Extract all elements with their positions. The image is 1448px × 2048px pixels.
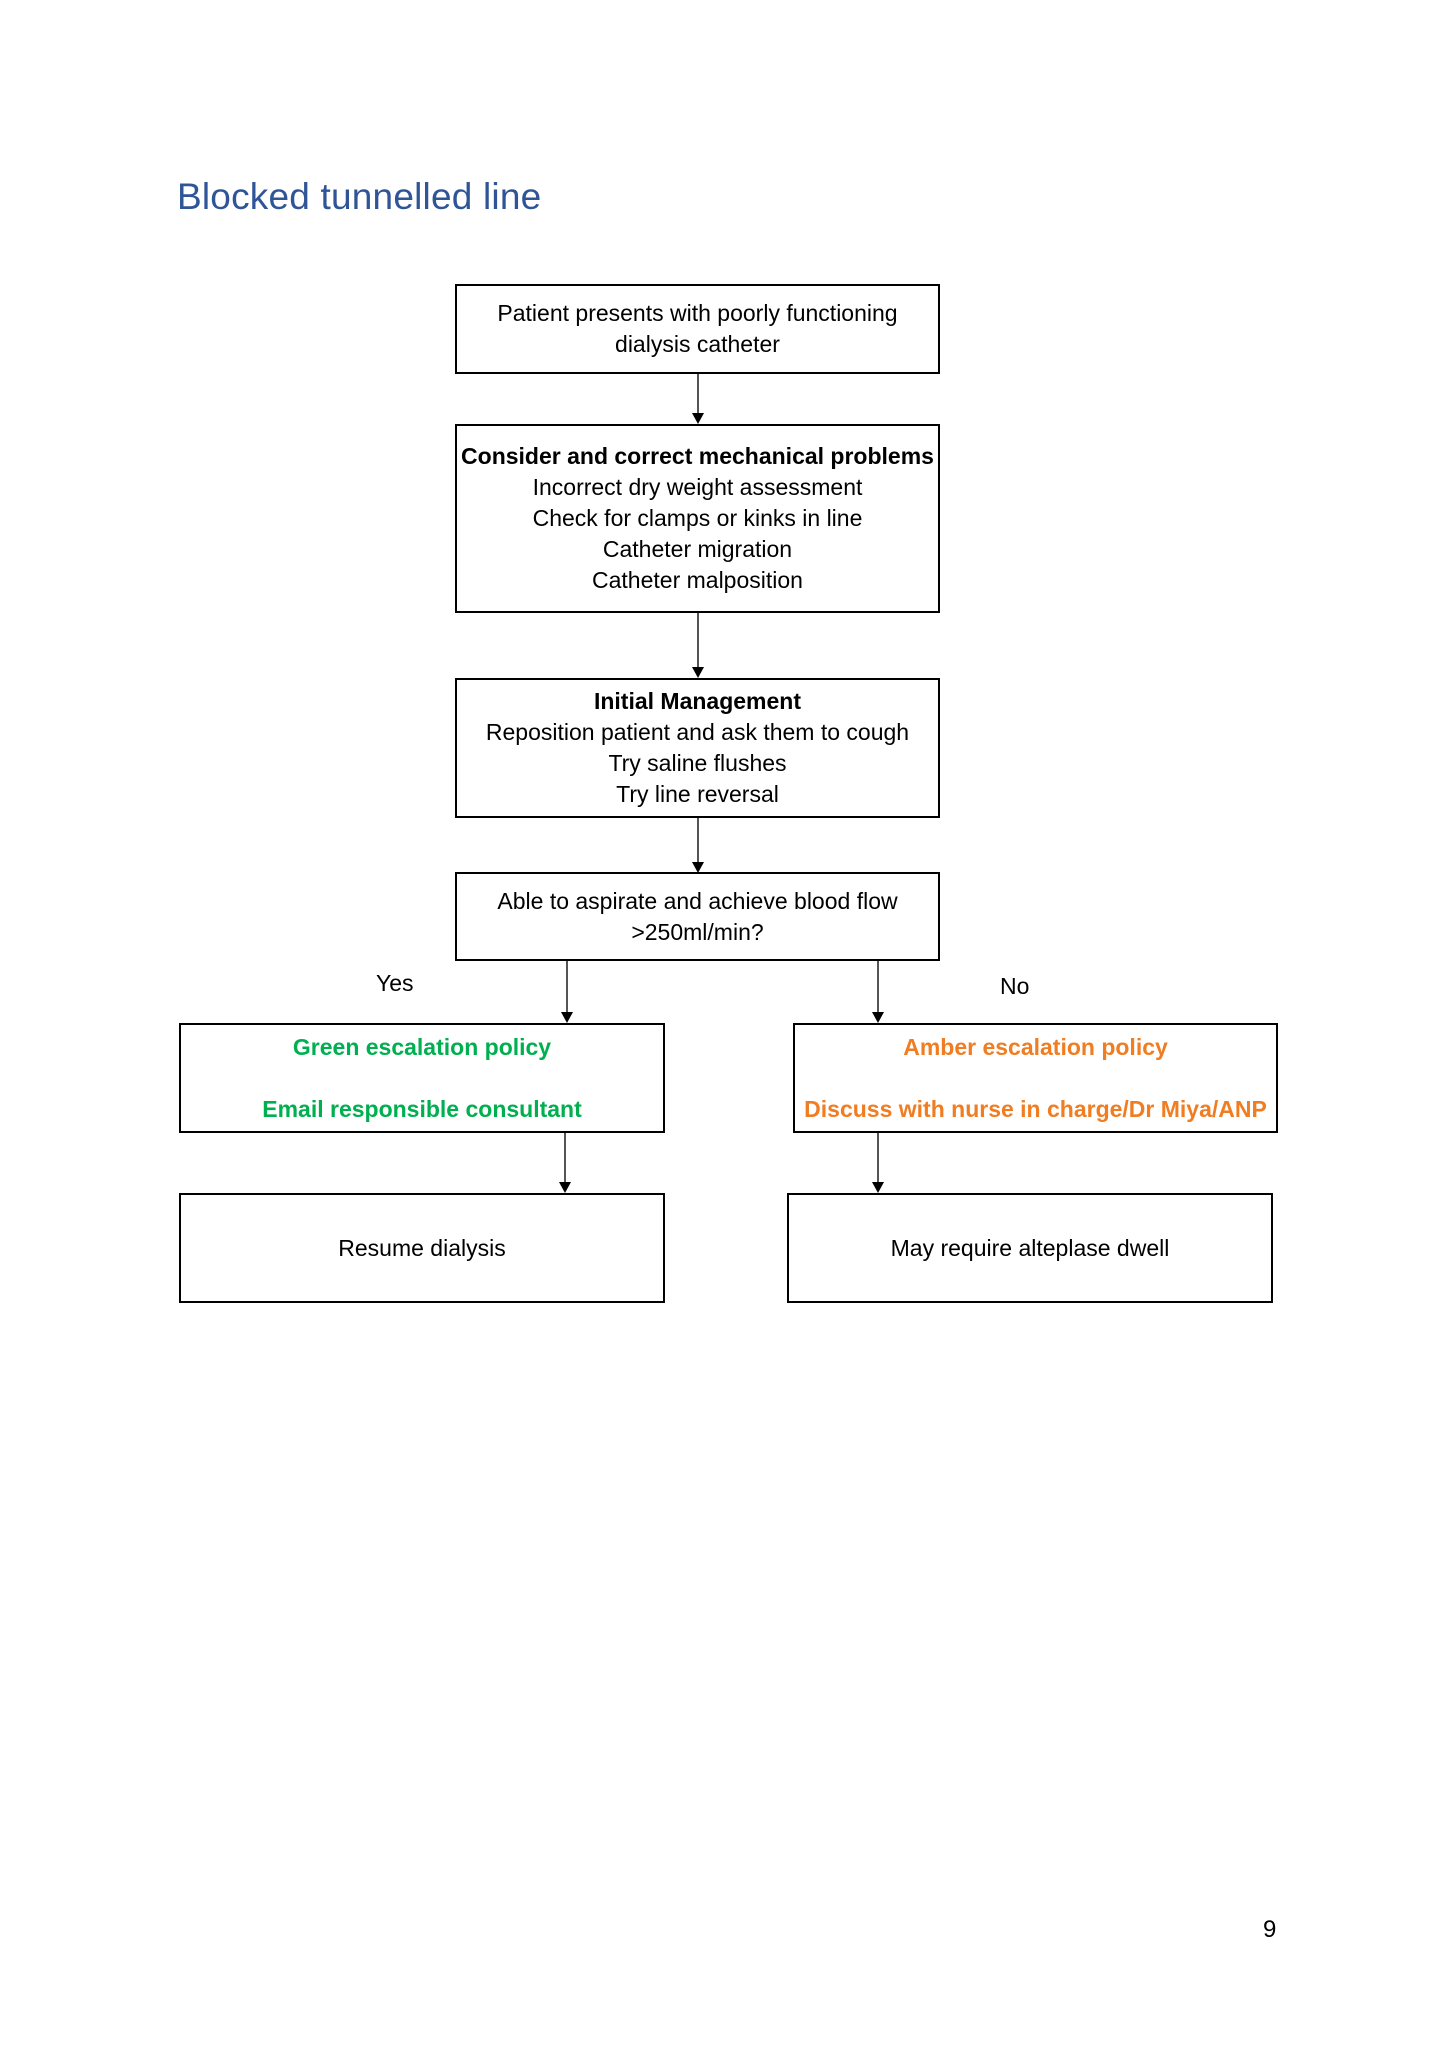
start-box: Patient presents with poorly functioning… bbox=[455, 284, 940, 374]
initial-item: Reposition patient and ask them to cough bbox=[485, 719, 910, 745]
arrowhead-amber bbox=[872, 1012, 884, 1023]
connector-amber-to-alteplase bbox=[877, 1133, 879, 1189]
mechanical-item: Check for clamps or kinks in line bbox=[532, 505, 863, 531]
initial-item: Try saline flushes bbox=[608, 750, 787, 776]
initial-item: Try line reversal bbox=[616, 781, 779, 807]
green-policy-title: Green escalation policy bbox=[292, 1033, 552, 1060]
alteplase-box: May require alteplase dwell bbox=[787, 1193, 1273, 1303]
connector-start-to-mechanical bbox=[697, 374, 699, 414]
decision-box: Able to aspirate and achieve blood flow … bbox=[455, 872, 940, 961]
mechanical-heading: Consider and correct mechanical problems bbox=[461, 443, 934, 469]
start-line-1: Patient presents with poorly functioning bbox=[497, 300, 898, 326]
arrowhead-resume bbox=[559, 1182, 571, 1193]
connector-decision-to-amber bbox=[877, 961, 879, 1020]
yes-label: Yes bbox=[376, 970, 414, 996]
mechanical-problems-box: Consider and correct mechanical problems… bbox=[455, 424, 940, 613]
connector-decision-to-green bbox=[566, 961, 568, 1020]
mechanical-item: Catheter migration bbox=[602, 536, 793, 562]
no-label: No bbox=[1000, 973, 1030, 999]
green-policy-action: Email responsible consultant bbox=[262, 1095, 582, 1122]
resume-dialysis-text: Resume dialysis bbox=[338, 1234, 506, 1261]
arrowhead-green bbox=[561, 1012, 573, 1023]
amber-policy-action: Discuss with nurse in charge/Dr Miya/ANP bbox=[804, 1095, 1267, 1122]
connector-green-to-resume bbox=[564, 1133, 566, 1189]
connector-mechanical-to-initial bbox=[697, 613, 699, 668]
arrowhead-mechanical bbox=[692, 413, 704, 424]
resume-dialysis-box: Resume dialysis bbox=[179, 1193, 665, 1303]
amber-escalation-box: Amber escalation policy Discuss with nur… bbox=[793, 1023, 1278, 1133]
page-number: 9 bbox=[1263, 1916, 1277, 1943]
decision-line-2: >250ml/min? bbox=[631, 918, 764, 945]
arrowhead-alteplase bbox=[872, 1182, 884, 1193]
alteplase-text: May require alteplase dwell bbox=[890, 1234, 1170, 1261]
mechanical-item: Incorrect dry weight assessment bbox=[532, 474, 863, 500]
arrowhead-decision bbox=[692, 862, 704, 873]
green-escalation-box: Green escalation policy Email responsibl… bbox=[179, 1023, 665, 1133]
decision-line-1: Able to aspirate and achieve blood flow bbox=[497, 887, 898, 914]
page-title: Blocked tunnelled line bbox=[177, 176, 542, 217]
start-line-2: dialysis catheter bbox=[615, 331, 780, 357]
arrowhead-initial bbox=[692, 667, 704, 678]
initial-management-box: Initial Management Reposition patient an… bbox=[455, 678, 940, 818]
initial-heading: Initial Management bbox=[593, 688, 802, 714]
amber-policy-title: Amber escalation policy bbox=[903, 1033, 1168, 1060]
connector-initial-to-decision bbox=[697, 818, 699, 863]
mechanical-item: Catheter malposition bbox=[592, 567, 803, 593]
